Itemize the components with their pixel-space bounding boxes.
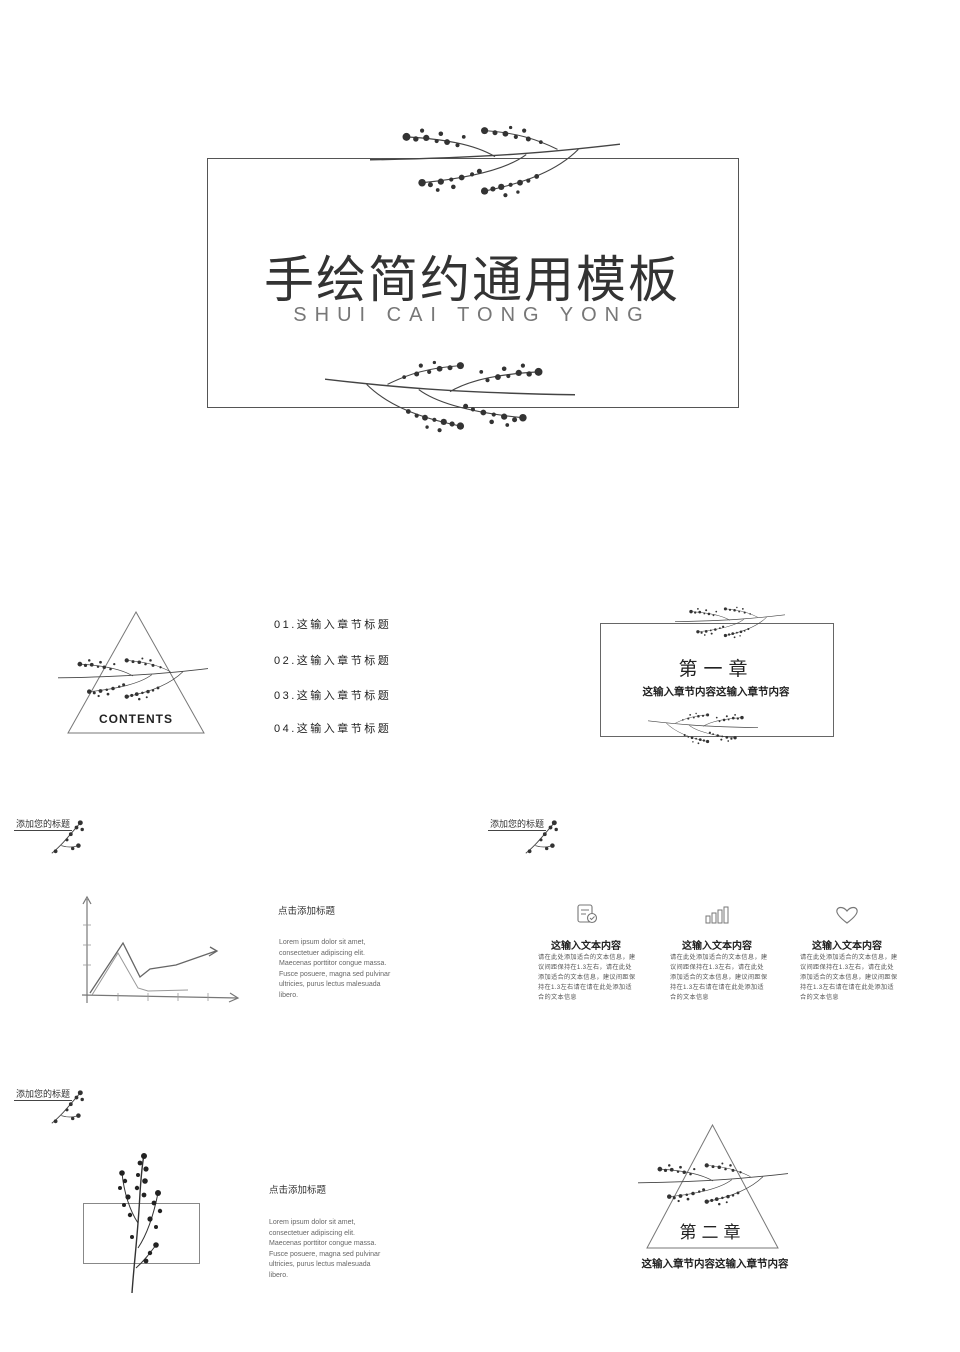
cover-slide: 手绘简约通用模板 SHUI CAI TONG YONG <box>0 0 960 540</box>
chart-slide-body: Lorem ipsum dolor sit amet, consectetuer… <box>279 939 391 999</box>
cover-subtitle: SHUI CAI TONG YONG <box>293 304 651 326</box>
image-slide-body: Lorem ipsum dolor sit amet, consectetuer… <box>269 1219 381 1279</box>
chart-section-underline <box>14 830 72 831</box>
cover-branch-top-icon <box>370 124 620 199</box>
chart-slide-heading: 点击添加标题 <box>278 906 336 917</box>
chapter2-slide: 第二章 这输入章节内容这输入章节内容 <box>480 1075 960 1305</box>
image-slide: 添加您的标题 点击添加标题 Lorem ipsum dolor sit amet… <box>0 1075 480 1305</box>
chart-section-title: 添加您的标题 <box>16 820 71 830</box>
contents-label: CONTENTS <box>99 712 173 726</box>
features-section-underline <box>488 830 546 831</box>
cover-title: 手绘简约通用模板 <box>264 251 680 309</box>
feature-1-text: 请在此处添加适合的文本信息，建议间距保持在1.3左右，请在此处添加适合的文本信息… <box>538 954 636 1001</box>
features-section-title: 添加您的标题 <box>490 820 545 830</box>
chapter1-desc: 这输入章节内容这输入章节内容 <box>642 686 790 698</box>
feature-3-text: 请在此处添加适合的文本信息，建议间距保持在1.3左右，请在此处添加适合的文本信息… <box>800 954 898 1001</box>
feature-3-title: 这输入文本内容 <box>812 941 882 952</box>
toc-item-4[interactable]: 04.这输入章节标题 <box>274 723 392 735</box>
chapter1-branch-top-icon <box>675 606 785 639</box>
chapter2-branch-icon <box>638 1161 788 1206</box>
toc-item-2[interactable]: 02.这输入章节标题 <box>274 655 392 667</box>
image-frame <box>83 1203 200 1264</box>
cover-branch-bottom-icon <box>325 359 575 434</box>
document-search-icon <box>577 904 598 924</box>
feature-2-text: 请在此处添加适合的文本信息，建议间距保持在1.3左右，请在此处添加适合的文本信息… <box>670 954 768 1001</box>
chapter1-title: 第一章 <box>678 658 754 680</box>
heart-icon <box>836 906 858 924</box>
chapter2-title: 第二章 <box>679 1223 746 1243</box>
chapter1-slide: 第一章 这输入章节内容这输入章节内容 <box>480 590 960 770</box>
feature-1-title: 这输入文本内容 <box>551 941 621 952</box>
chapter2-triangle <box>646 1123 779 1249</box>
line-chart-sketch <box>81 895 240 1003</box>
image-section-sprig-icon <box>51 1089 85 1124</box>
image-section-title: 添加您的标题 <box>16 1090 71 1100</box>
features-section-sprig-icon <box>525 819 559 854</box>
toc-item-3[interactable]: 03.这输入章节标题 <box>274 690 392 702</box>
chapter2-desc: 这输入章节内容这输入章节内容 <box>641 1258 789 1270</box>
chart-slide: 添加您的标题 点击添加标题 Lorem ipsum dolor sit amet… <box>0 810 480 1040</box>
contents-branch-icon <box>58 657 208 701</box>
feature-2-title: 这输入文本内容 <box>682 941 752 952</box>
chapter1-branch-bottom-icon <box>648 712 758 745</box>
vertical-branch-icon <box>118 1153 163 1294</box>
image-section-underline <box>14 1100 72 1101</box>
bar-chart-icon <box>705 906 729 924</box>
chart-section-sprig-icon <box>51 819 85 854</box>
image-slide-heading: 点击添加标题 <box>269 1185 327 1196</box>
features-slide: 添加您的标题 这输入文本内容 请在此处添加适合的文本信息，建议间距保持在1.3左… <box>480 810 960 1040</box>
toc-item-1[interactable]: 01.这输入章节标题 <box>274 619 392 631</box>
contents-slide: CONTENTS 01.这输入章节标题 02.这输入章节标题 03.这输入章节标… <box>0 590 480 770</box>
